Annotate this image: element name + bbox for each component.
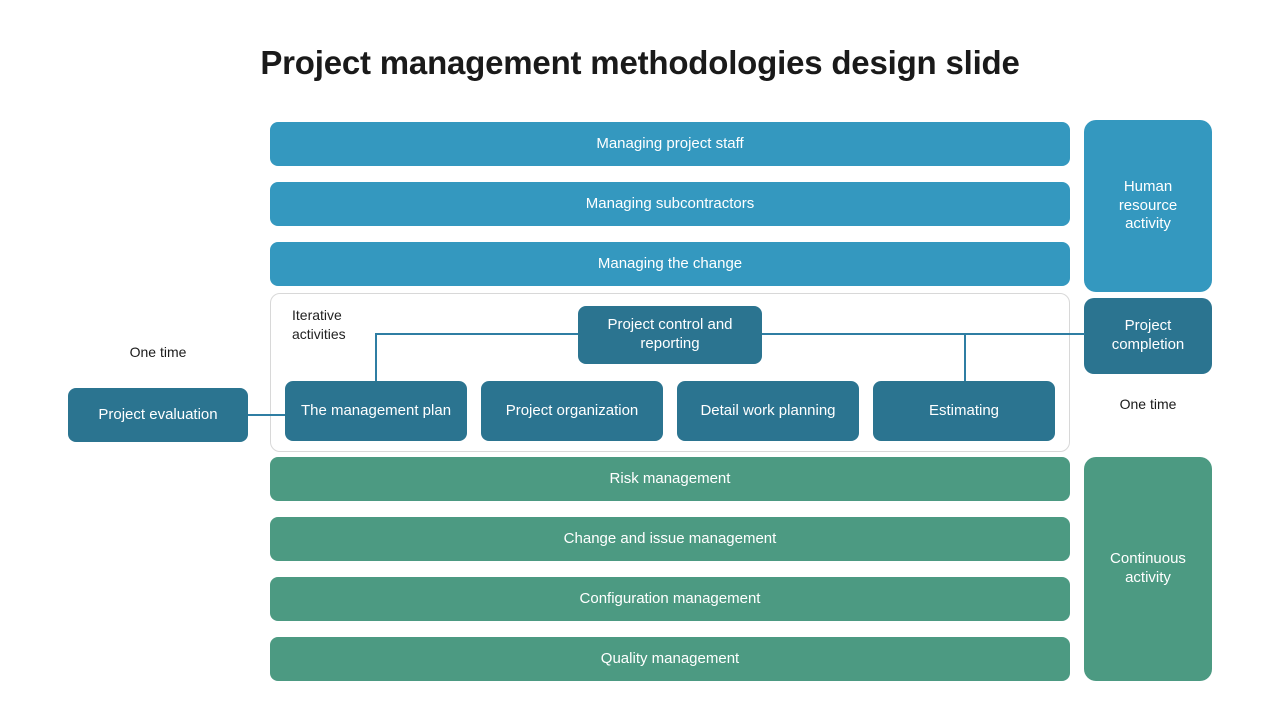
- bar-change-and-issue-management[interactable]: Change and issue management: [270, 517, 1070, 561]
- connector-line-left-spine: [375, 333, 579, 335]
- page-title: Project management methodologies design …: [260, 44, 1020, 81]
- node-project-control-and-reporting[interactable]: Project control and reporting: [578, 306, 762, 364]
- bar-managing-project-staff[interactable]: Managing project staff: [270, 122, 1070, 166]
- bar-label: Configuration management: [579, 589, 761, 607]
- panel-label: Human resource activity: [1118, 177, 1178, 233]
- panel-human-resource-activity[interactable]: Human resource activity: [1084, 120, 1212, 292]
- bar-risk-management[interactable]: Risk management: [270, 457, 1070, 501]
- panel-project-completion[interactable]: Project completion: [1084, 298, 1212, 374]
- node-detail-work-planning[interactable]: Detail work planning: [677, 381, 859, 441]
- label-one-time-right: One time: [1119, 396, 1177, 412]
- node-label: Project evaluation: [98, 405, 218, 423]
- node-label: Project organization: [505, 401, 639, 419]
- node-label: Project control and reporting: [607, 316, 733, 352]
- node-label: Estimating: [928, 401, 1000, 419]
- bar-label: Managing subcontractors: [585, 194, 755, 212]
- node-estimating[interactable]: Estimating: [873, 381, 1055, 441]
- label-iterative-activities: Iterative activities: [292, 307, 346, 342]
- node-label: Detail work planning: [700, 401, 836, 419]
- iterative-activities-container: [270, 293, 1070, 452]
- node-project-evaluation[interactable]: Project evaluation: [68, 388, 248, 442]
- label-one-time-left: One time: [129, 344, 187, 360]
- bar-configuration-management[interactable]: Configuration management: [270, 577, 1070, 621]
- bar-managing-the-change[interactable]: Managing the change: [270, 242, 1070, 286]
- bar-quality-management[interactable]: Quality management: [270, 637, 1070, 681]
- bar-label: Risk management: [609, 469, 731, 487]
- panel-label: Project completion: [1111, 317, 1185, 353]
- bar-managing-subcontractors[interactable]: Managing subcontractors: [270, 182, 1070, 226]
- bar-label: Managing the change: [597, 254, 743, 272]
- bar-label: Quality management: [600, 649, 740, 667]
- panel-label: Continuous activity: [1110, 550, 1186, 586]
- connector-line-right-spine: [761, 333, 1085, 335]
- bar-label: Change and issue management: [563, 529, 777, 547]
- node-project-organization[interactable]: Project organization: [481, 381, 663, 441]
- node-label: The management plan: [300, 401, 452, 419]
- bar-label: Managing project staff: [596, 134, 744, 152]
- node-the-management-plan[interactable]: The management plan: [285, 381, 467, 441]
- panel-continuous-activity[interactable]: Continuous activity: [1084, 457, 1212, 681]
- connector-line-project-evaluation: [248, 414, 288, 416]
- connector-line-management-plan-stem: [375, 333, 377, 382]
- connector-line-estimating-stem: [964, 333, 966, 382]
